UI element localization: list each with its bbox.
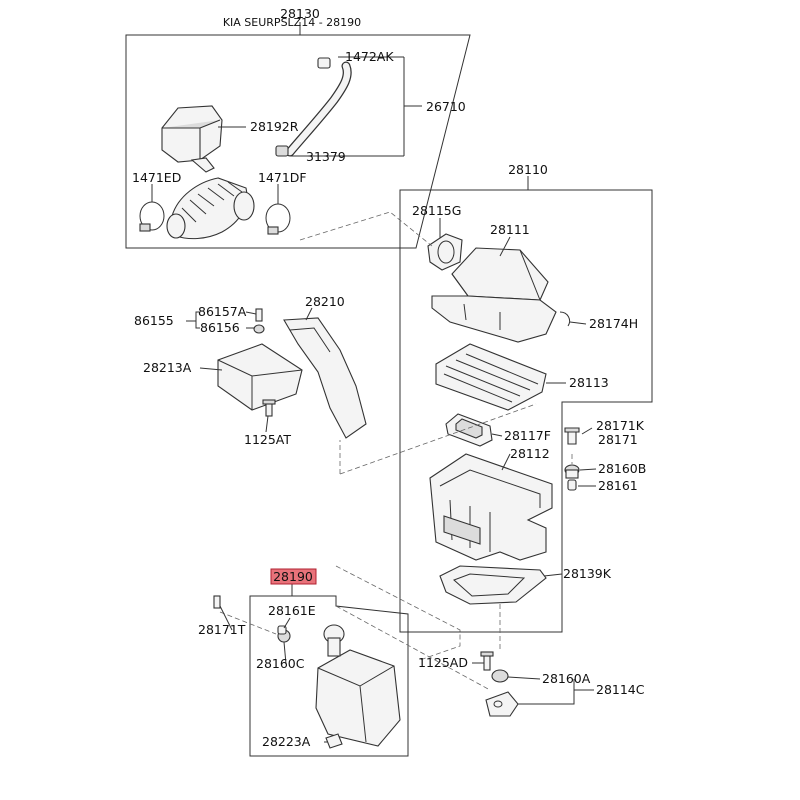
label-28115g[interactable]: 28115G [412,203,461,218]
label-28110[interactable]: 28110 [508,162,548,177]
clip-86156[interactable] [253,324,265,334]
label-28171[interactable]: 28171 [598,432,638,447]
label-1471df[interactable]: 1471DF [258,170,307,185]
bushing-28161[interactable] [567,479,577,491]
body-28112[interactable] [429,453,553,561]
seal-28139k[interactable] [439,565,547,605]
label-28223a[interactable]: 28223A [262,734,311,749]
hose-clamp-1471df[interactable] [265,203,291,235]
label-86157a[interactable]: 86157A [198,304,247,319]
bolt-1125at[interactable] [262,399,276,417]
reference-lines [219,211,573,691]
label-28113[interactable]: 28113 [569,375,609,390]
label-28213a[interactable]: 28213A [143,360,192,375]
bolt-28171k[interactable] [564,427,580,445]
label-28192r[interactable]: 28192R [250,119,299,134]
label-86155[interactable]: 86155 [134,313,174,328]
group-28130 [125,22,471,249]
resonator-box-28190[interactable] [315,624,401,747]
resonator-28192r[interactable] [161,105,223,173]
filter-28113[interactable] [435,343,547,411]
label-86156[interactable]: 86156 [200,320,240,335]
label-28160c[interactable]: 28160C [256,656,305,671]
leader-lines [151,56,597,743]
label-28210[interactable]: 28210 [305,294,345,309]
clip-28174h[interactable] [559,311,571,327]
label-28130[interactable]: 28130 [280,6,320,21]
group-28110 [399,176,653,633]
label-31379[interactable]: 31379 [306,149,346,164]
label-28190[interactable]: 28190 [273,569,313,584]
bolt-1125ad[interactable] [480,651,494,671]
bracket-28213a[interactable] [217,343,303,411]
label-28139k[interactable]: 28139K [563,566,612,581]
bolt-86157a[interactable] [255,308,263,322]
label-28160b[interactable]: 28160B [598,461,646,476]
diagram-title: KIA SEURPSLZ14 - 28190 [223,16,361,29]
hose-clamp-1471ed[interactable] [139,201,165,232]
grommet-28160b[interactable] [564,464,580,479]
gasket-28117f[interactable] [445,413,493,447]
label-28171t[interactable]: 28171T [198,622,246,637]
adapter-28115g[interactable] [427,233,463,271]
label-1472ak[interactable]: 1472AK [345,49,394,64]
label-1471ed[interactable]: 1471ED [132,170,181,185]
bracket-28114c[interactable] [485,691,519,717]
label-28171k[interactable]: 28171K [596,418,645,433]
label-28161e[interactable]: 28161E [268,603,316,618]
label-28174h[interactable]: 28174H [589,316,638,331]
label-28161[interactable]: 28161 [598,478,638,493]
grommet-28160a[interactable] [491,669,509,683]
highlight-28190 [270,568,317,585]
label-1125at[interactable]: 1125AT [244,432,291,447]
label-26710[interactable]: 26710 [426,99,466,114]
label-28160a[interactable]: 28160A [542,671,591,686]
duct-28210[interactable] [283,317,367,439]
cover-28111[interactable] [431,247,557,343]
label-28114c[interactable]: 28114C [596,682,645,697]
breather-hose-26710[interactable] [275,57,352,157]
label-28111[interactable]: 28111 [490,222,530,237]
group-28190 [249,584,409,757]
label-28112[interactable]: 28112 [510,446,550,461]
label-1125ad[interactable]: 1125AD [418,655,468,670]
clip-28223a[interactable] [325,733,343,749]
label-28117f[interactable]: 28117F [504,428,551,443]
intake-hose[interactable] [166,177,255,240]
bolt-28171t[interactable] [213,595,221,609]
